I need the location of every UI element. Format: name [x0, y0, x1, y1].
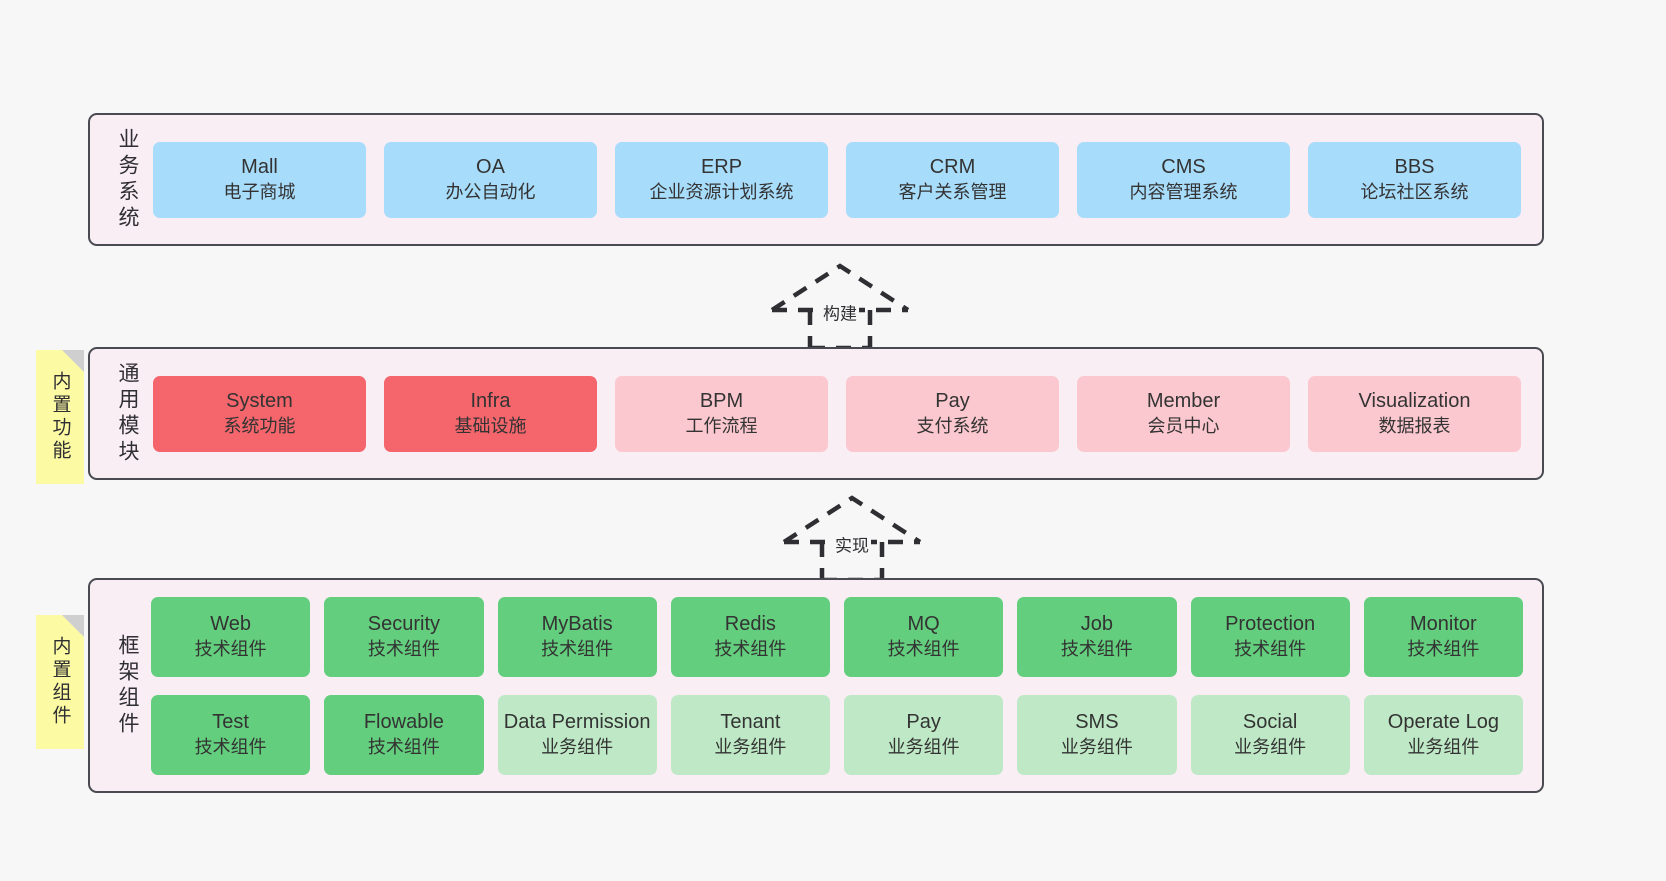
arrowhead-triangle-implement	[782, 495, 922, 544]
sticky-note-builtin-component: 内置组件	[36, 615, 84, 749]
connector-label-build: 构建	[821, 299, 859, 325]
box-row: System 系统功能 Infra 基础设施 BPM 工作流程 Pay 支付系统…	[144, 375, 1530, 452]
box-erp[interactable]: ERP 企业资源计划系统	[615, 141, 828, 218]
box-protection[interactable]: Protection 技术组件	[1190, 596, 1350, 677]
box-row: Test 技术组件 Flowable 技术组件 Data Permission …	[144, 694, 1530, 775]
box-social[interactable]: Social 业务组件	[1190, 694, 1350, 775]
layer-label-framework-component: 框架组件	[116, 633, 139, 738]
box-crm[interactable]: CRM 客户关系管理	[846, 141, 1059, 218]
box-redis[interactable]: Redis 技术组件	[670, 596, 830, 677]
layer-cells-business-system: Mall 电子商城 OA 办公自动化 ERP 企业资源计划系统 CRM 客户关系…	[138, 115, 1542, 244]
layer-framework-component: 框架组件 Web 技术组件 Security 技术组件 MyBatis 技术组件…	[88, 578, 1544, 793]
box-mall[interactable]: Mall 电子商城	[153, 141, 366, 218]
layer-cells-common-module: System 系统功能 Infra 基础设施 BPM 工作流程 Pay 支付系统…	[138, 349, 1542, 478]
box-member[interactable]: Member 会员中心	[1077, 375, 1290, 452]
box-visualization[interactable]: Visualization 数据报表	[1308, 375, 1521, 452]
box-bbs[interactable]: BBS 论坛社区系统	[1308, 141, 1521, 218]
box-pay-component[interactable]: Pay 业务组件	[844, 694, 1004, 775]
layer-cells-framework-component: Web 技术组件 Security 技术组件 MyBatis 技术组件 Redi…	[138, 580, 1542, 791]
fold-corner-icon	[62, 615, 84, 637]
connector-label-implement: 实现	[833, 531, 871, 557]
box-mybatis[interactable]: MyBatis 技术组件	[497, 596, 657, 677]
arrowhead-triangle-build	[770, 263, 910, 312]
layer-label-common-module: 通用模块	[116, 361, 139, 466]
box-test[interactable]: Test 技术组件	[151, 694, 311, 775]
layer-common-module: 通用模块 System 系统功能 Infra 基础设施 BPM 工作流程 Pay…	[88, 347, 1544, 480]
box-monitor[interactable]: Monitor 技术组件	[1363, 596, 1523, 677]
box-data-permission[interactable]: Data Permission 业务组件	[497, 694, 657, 775]
box-row: Mall 电子商城 OA 办公自动化 ERP 企业资源计划系统 CRM 客户关系…	[144, 141, 1530, 218]
box-sms[interactable]: SMS 业务组件	[1017, 694, 1177, 775]
box-pay-module[interactable]: Pay 支付系统	[846, 375, 1059, 452]
box-infra[interactable]: Infra 基础设施	[384, 375, 597, 452]
connector-implement: 实现	[772, 490, 932, 583]
box-security[interactable]: Security 技术组件	[324, 596, 484, 677]
box-oa[interactable]: OA 办公自动化	[384, 141, 597, 218]
box-system[interactable]: System 系统功能	[153, 375, 366, 452]
layer-label-business-system: 业务系统	[116, 127, 139, 232]
box-cms[interactable]: CMS 内容管理系统	[1077, 141, 1290, 218]
box-job[interactable]: Job 技术组件	[1017, 596, 1177, 677]
box-tenant[interactable]: Tenant 业务组件	[670, 694, 830, 775]
box-bpm[interactable]: BPM 工作流程	[615, 375, 828, 452]
sticky-note-builtin-function: 内置功能	[36, 350, 84, 484]
fold-corner-icon	[62, 350, 84, 372]
box-mq[interactable]: MQ 技术组件	[844, 596, 1004, 677]
box-operate-log[interactable]: Operate Log 业务组件	[1363, 694, 1523, 775]
connector-build: 构建	[760, 258, 920, 351]
layer-business-system: 业务系统 Mall 电子商城 OA 办公自动化 ERP 企业资源计划系统 CRM…	[88, 113, 1544, 246]
box-web[interactable]: Web 技术组件	[151, 596, 311, 677]
box-row: Web 技术组件 Security 技术组件 MyBatis 技术组件 Redi…	[144, 596, 1530, 677]
box-flowable[interactable]: Flowable 技术组件	[324, 694, 484, 775]
